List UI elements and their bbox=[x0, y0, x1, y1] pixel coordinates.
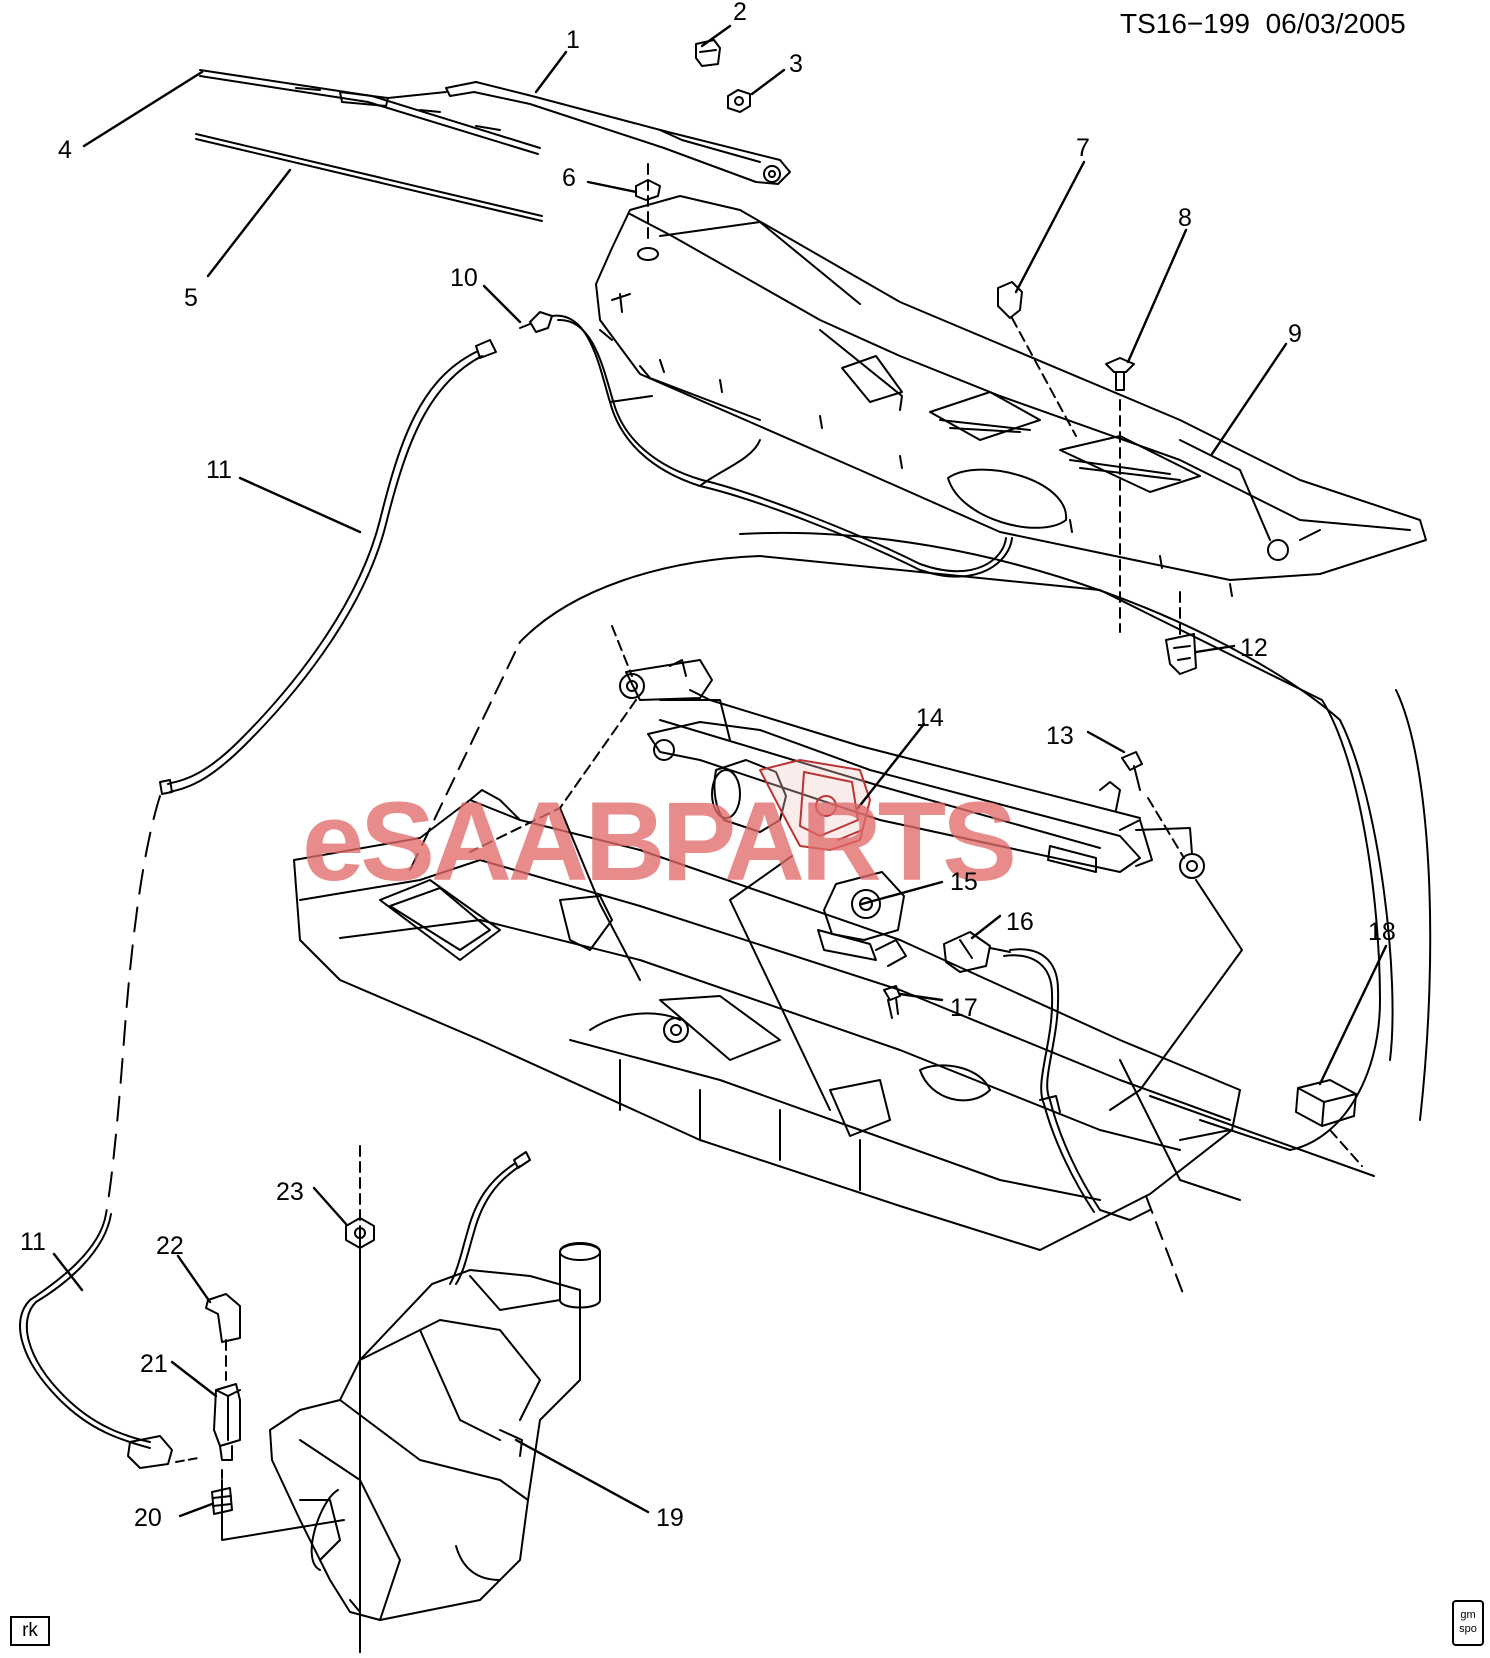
corner-code: rk bbox=[10, 1616, 50, 1646]
arm-nut bbox=[727, 89, 751, 113]
callout-9: 9 bbox=[1288, 320, 1302, 348]
wiper-insert bbox=[195, 133, 543, 222]
callout-1: 1 bbox=[566, 26, 580, 54]
callout-11: 11 bbox=[206, 456, 232, 484]
module-leaders bbox=[469, 625, 1243, 1297]
wiper-arm bbox=[445, 81, 791, 185]
pump-grommet bbox=[211, 1469, 233, 1515]
callout-17: 17 bbox=[950, 994, 978, 1022]
callout-14: 14 bbox=[916, 704, 944, 732]
connector-16 bbox=[943, 931, 1151, 1221]
callout-11b: 11 bbox=[20, 1228, 46, 1256]
callout-19: 19 bbox=[656, 1504, 684, 1532]
washer-reservoir bbox=[269, 1242, 601, 1621]
callout-10: 10 bbox=[450, 264, 478, 292]
callout-20: 20 bbox=[134, 1504, 162, 1532]
wiper-blade bbox=[199, 69, 541, 155]
clip-12 bbox=[1165, 591, 1197, 675]
bolt-13 bbox=[1121, 751, 1185, 859]
cowl-bolt bbox=[611, 247, 659, 313]
callout-8: 8 bbox=[1178, 204, 1192, 232]
callout-18: 18 bbox=[1368, 918, 1396, 946]
reservoir-hose bbox=[449, 1151, 531, 1285]
wiper-motor bbox=[711, 759, 871, 851]
washer-pump bbox=[213, 1339, 241, 1461]
reservoir-leaders bbox=[221, 1145, 361, 1654]
callout-7: 7 bbox=[1076, 134, 1090, 162]
cowl-panel bbox=[595, 195, 1427, 597]
callout-12: 12 bbox=[1240, 634, 1268, 662]
callout-22: 22 bbox=[156, 1232, 184, 1260]
cap-18 bbox=[1295, 1079, 1363, 1167]
callout-leaders bbox=[52, 24, 1388, 1518]
callout-23: 23 bbox=[276, 1178, 304, 1206]
callout-2: 2 bbox=[733, 0, 747, 26]
diagram-header: TS16−199 06/03/2005 bbox=[1120, 8, 1406, 40]
clip-7 bbox=[997, 281, 1077, 437]
callout-6: 6 bbox=[562, 164, 576, 192]
nut-23 bbox=[345, 1217, 375, 1249]
watermark: eSAABPARTS bbox=[302, 779, 1013, 904]
callout-13: 13 bbox=[1046, 722, 1074, 750]
pump-bracket bbox=[205, 1293, 241, 1343]
callout-labels: 1 2 3 4 5 6 7 8 9 10 11 12 13 14 15 16 1… bbox=[20, 0, 1396, 1532]
lower-cowl bbox=[293, 789, 1241, 1251]
module-bracket bbox=[817, 871, 907, 967]
callout-15: 15 bbox=[950, 868, 978, 896]
gm-spo-logo: gm spo bbox=[1452, 1600, 1484, 1646]
diagram-date: 06/03/2005 bbox=[1265, 8, 1406, 39]
callout-16: 16 bbox=[1006, 908, 1034, 936]
callout-3: 3 bbox=[789, 50, 803, 78]
diagram-ref: TS16−199 bbox=[1120, 8, 1250, 39]
callout-4: 4 bbox=[58, 136, 72, 164]
screw-17 bbox=[883, 985, 901, 1019]
arm-cap bbox=[695, 39, 721, 67]
callout-5: 5 bbox=[184, 284, 198, 312]
push-pin-8 bbox=[1105, 357, 1135, 633]
washer-hose bbox=[19, 311, 1013, 1469]
callout-21: 21 bbox=[140, 1350, 168, 1378]
wiper-module bbox=[619, 659, 1205, 879]
